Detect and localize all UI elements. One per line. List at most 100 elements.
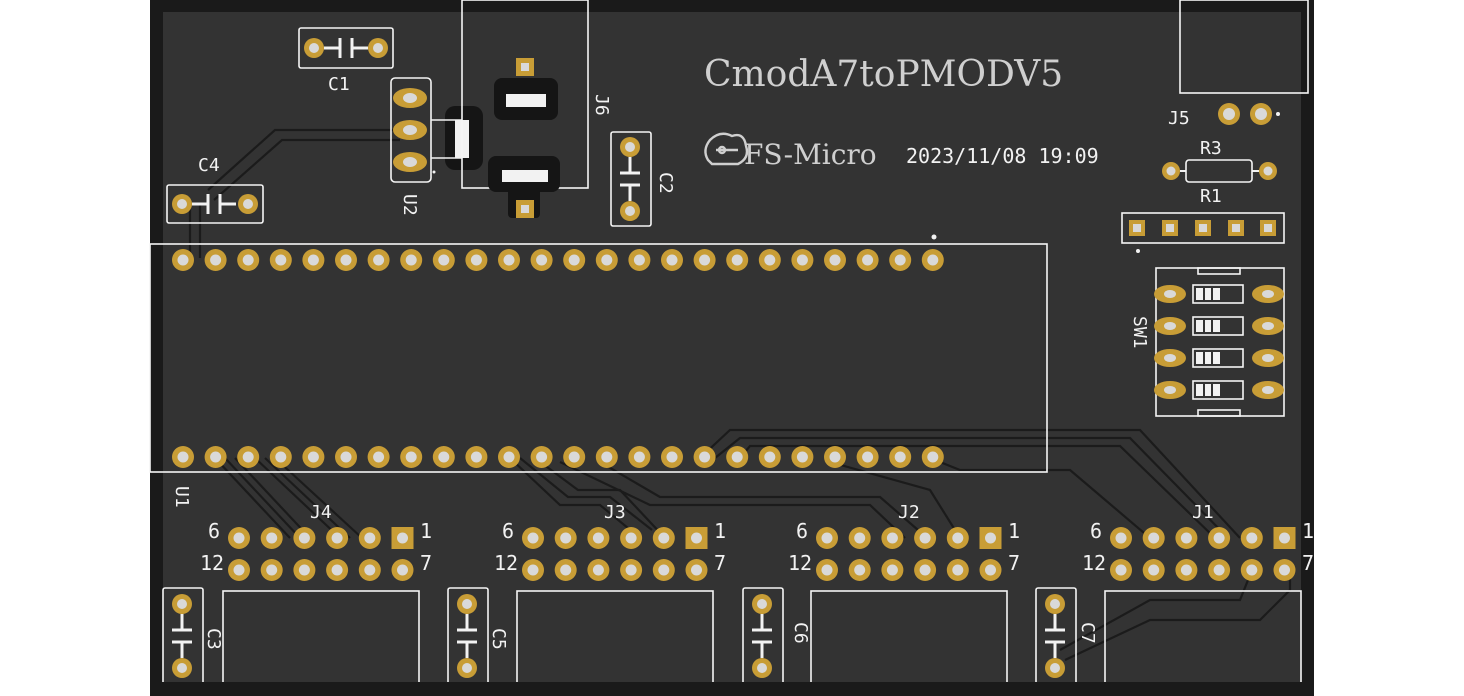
regulator-u2: U2 bbox=[390, 77, 483, 216]
u1-pin bbox=[172, 446, 194, 468]
u1-pin bbox=[628, 249, 651, 271]
connector-j5: J5 bbox=[1168, 0, 1309, 129]
u1-pin bbox=[498, 249, 520, 271]
u1-pin bbox=[237, 446, 260, 468]
label-c1: C1 bbox=[328, 74, 350, 95]
u1-pin bbox=[726, 249, 749, 271]
u1-pin bbox=[367, 446, 390, 468]
pmod-pin bbox=[881, 527, 904, 549]
capacitor-c6: C6 bbox=[742, 587, 811, 685]
pmod-pin bbox=[816, 527, 838, 549]
pin-label-j2-1: 1 bbox=[1008, 519, 1020, 543]
pmod-pin bbox=[1175, 527, 1198, 549]
u1-pin bbox=[465, 249, 488, 271]
u1-pin bbox=[856, 446, 879, 468]
pin-label-j3-12: 12 bbox=[494, 551, 518, 575]
dip-switch-positions bbox=[1154, 284, 1284, 400]
pmod-pin bbox=[946, 527, 969, 549]
pin-label-j1-1: 1 bbox=[1302, 519, 1314, 543]
label-r3: R3 bbox=[1200, 138, 1222, 159]
u1-pin bbox=[432, 249, 455, 271]
pmod-pin bbox=[848, 527, 871, 549]
u1-pin bbox=[595, 446, 618, 468]
pin-label-j4-6: 6 bbox=[208, 519, 220, 543]
pmod-pins-j1 bbox=[1110, 527, 1296, 581]
board-title: CmodA7toPMODV5 bbox=[704, 54, 1063, 95]
pmod-pin bbox=[620, 527, 643, 549]
u1-pin bbox=[791, 249, 814, 271]
resistor-r3: R3 R1 bbox=[1162, 138, 1277, 207]
capacitor-c4: C4 bbox=[166, 155, 264, 224]
pmod-pin bbox=[1142, 527, 1165, 549]
pmod-pin bbox=[652, 559, 675, 581]
pin-label-j2-6: 6 bbox=[796, 519, 808, 543]
pmod-pin bbox=[816, 559, 838, 581]
pmod-pin bbox=[881, 559, 904, 581]
label-u2: U2 bbox=[399, 194, 420, 216]
pin-label-j4-1: 1 bbox=[420, 519, 432, 543]
u1-pin bbox=[204, 249, 227, 271]
pmod-socket-outline-j1 bbox=[1104, 590, 1302, 696]
pmod-pin bbox=[228, 559, 250, 581]
board-datetime: 2023/11/08 19:09 bbox=[906, 144, 1099, 168]
pmod-pin bbox=[914, 559, 937, 581]
label-j4: J4 bbox=[310, 502, 332, 523]
pin-label-j1-7: 7 bbox=[1302, 551, 1314, 575]
u1-pin bbox=[302, 446, 325, 468]
u1-pin bbox=[400, 446, 423, 468]
u1-pin bbox=[595, 249, 618, 271]
u1-pin bbox=[465, 446, 488, 468]
fs-micro-logo: FS-Micro bbox=[704, 132, 877, 171]
u1-pin bbox=[302, 249, 325, 271]
u1-pin bbox=[237, 249, 260, 271]
pmod-header-j3: J3 1 6 7 12 bbox=[494, 502, 726, 581]
u1-pin-row-bottom bbox=[172, 446, 944, 468]
u1-pin bbox=[367, 249, 390, 271]
label-c7: C7 bbox=[1077, 622, 1098, 644]
u1-pin bbox=[628, 446, 651, 468]
dip-switch-sw1: SW1 bbox=[1129, 267, 1285, 417]
u1-pin-row-top bbox=[172, 249, 944, 271]
pmod-pin bbox=[358, 559, 381, 581]
label-c5: C5 bbox=[488, 628, 509, 650]
pmod-pin bbox=[522, 559, 544, 581]
u1-pin bbox=[824, 249, 846, 271]
label-j2: J2 bbox=[898, 502, 920, 523]
pmod-pins-j2 bbox=[816, 527, 1002, 581]
pmod-pin bbox=[228, 527, 250, 549]
u1-pin bbox=[758, 446, 781, 468]
label-u1: U1 bbox=[171, 486, 192, 508]
u1-pin bbox=[400, 249, 423, 271]
u1-pin bbox=[661, 446, 683, 468]
u1-pin bbox=[921, 446, 944, 468]
u1-pin bbox=[726, 446, 749, 468]
u1-pin bbox=[498, 446, 520, 468]
pmod-pin bbox=[260, 559, 283, 581]
label-c3: C3 bbox=[203, 628, 224, 650]
u1-pin bbox=[530, 446, 553, 468]
u1-pin bbox=[563, 249, 586, 271]
pmod-pin bbox=[326, 559, 349, 581]
label-c4: C4 bbox=[198, 155, 220, 176]
board-bottom-edge bbox=[150, 682, 1314, 696]
u1-pin bbox=[824, 446, 846, 468]
pin-label-j2-7: 7 bbox=[1008, 551, 1020, 575]
pmod-pin bbox=[1110, 527, 1132, 549]
pin-label-j3-7: 7 bbox=[714, 551, 726, 575]
pmod-pin bbox=[1110, 559, 1132, 581]
u1-pin bbox=[172, 249, 194, 271]
label-c2: C2 bbox=[655, 172, 676, 194]
barrel-jack-j6: J6 bbox=[461, 0, 612, 218]
u1-pin bbox=[269, 249, 292, 271]
label-j1: J1 bbox=[1192, 502, 1214, 523]
pin-label-j3-1: 1 bbox=[714, 519, 726, 543]
pmod-pin bbox=[293, 527, 316, 549]
u1-pin bbox=[791, 446, 814, 468]
label-j6: J6 bbox=[591, 94, 612, 116]
pmod-pin bbox=[685, 559, 708, 581]
u1-pin bbox=[856, 249, 879, 271]
u1-pin bbox=[204, 446, 227, 468]
pmod-pin bbox=[587, 527, 610, 549]
pmod-pin bbox=[391, 527, 414, 549]
pmod-pin bbox=[554, 559, 577, 581]
